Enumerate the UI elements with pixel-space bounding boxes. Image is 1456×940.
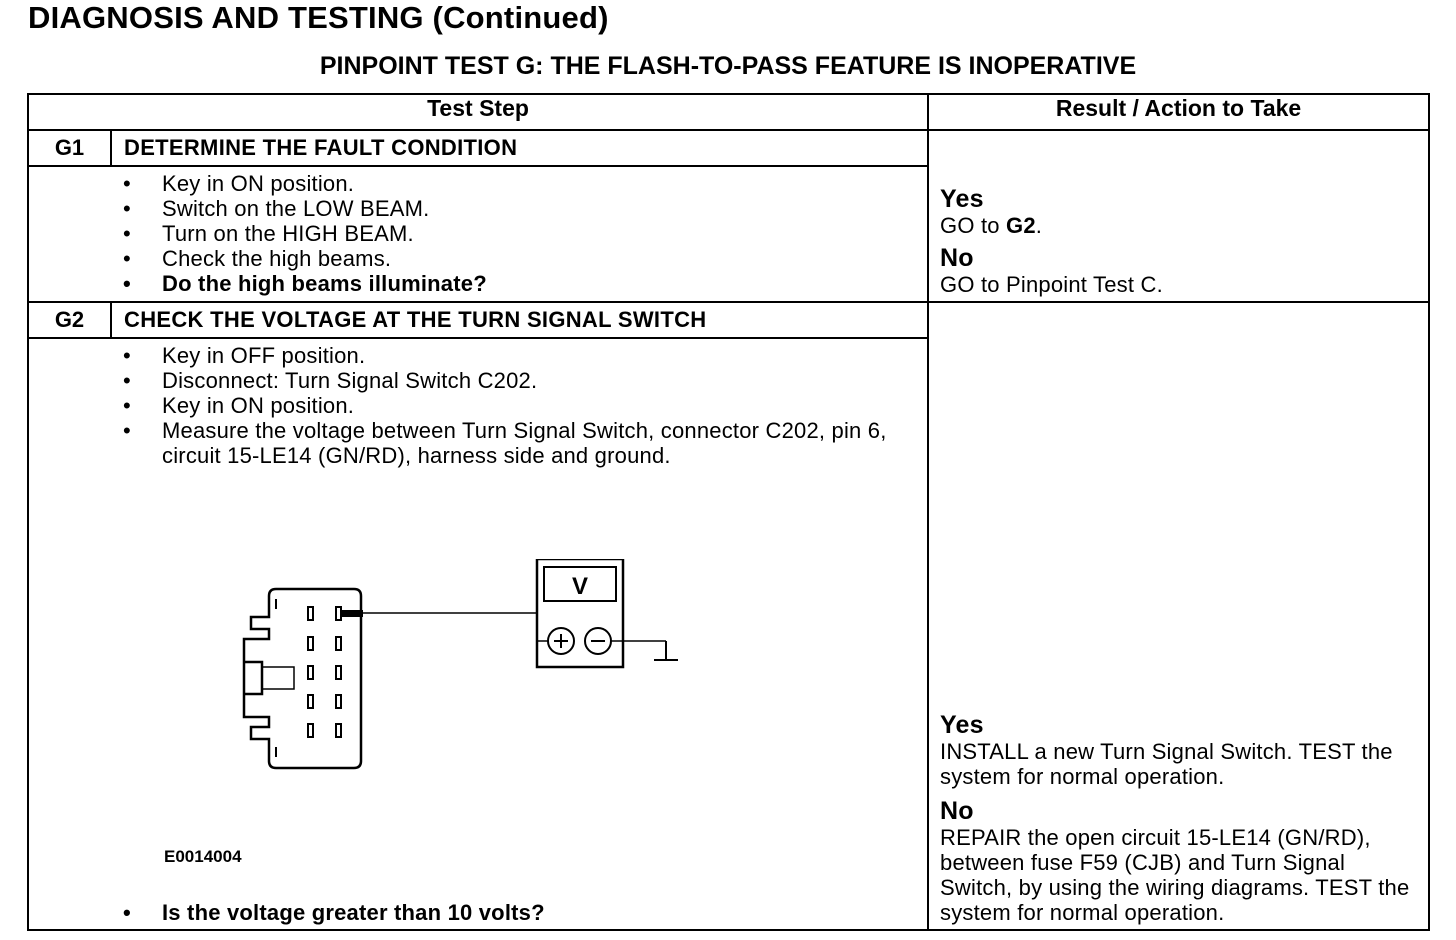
list-item: Check the high beams. [29, 246, 927, 271]
no-action: REPAIR the open circuit 15-LE14 (GN/RD),… [940, 825, 1410, 925]
no-label: No [940, 244, 974, 272]
step-id: G1 [27, 129, 112, 167]
no-action: GO to Pinpoint Test C. [940, 272, 1163, 297]
step-title: DETERMINE THE FAULT CONDITION [109, 129, 930, 167]
voltmeter-icon: V [535, 559, 625, 669]
step-id: G2 [27, 301, 112, 339]
step-g2-body-row: Key in OFF position. Disconnect: Turn Si… [26, 337, 1429, 931]
no-label: No [940, 797, 974, 825]
step-g1-result: Yes GO to G2. No GO to Pinpoint Test C. [927, 129, 1431, 303]
step-g2-title-row: G2 CHECK THE VOLTAGE AT THE TURN SIGNAL … [27, 301, 1431, 931]
probe-tip [341, 610, 363, 617]
connector-icon [242, 587, 363, 770]
voltage-measurement-diagram: V [242, 559, 678, 770]
step-bullets: Key in ON position. Switch on the LOW BE… [29, 171, 927, 296]
yes-action: INSTALL a new Turn Signal Switch. TEST t… [940, 739, 1393, 789]
pinpoint-test-title: PINPOINT TEST G: THE FLASH-TO-PASS FEATU… [319, 52, 1137, 80]
step-g2-body: Key in OFF position. Disconnect: Turn Si… [26, 337, 930, 931]
step-bullets-question: Is the voltage greater than 10 volts? [29, 900, 545, 925]
list-item: Disconnect: Turn Signal Switch C202. [29, 368, 927, 393]
list-item: Key in ON position. [29, 393, 927, 418]
list-item-question: Do the high beams illuminate? [29, 271, 927, 296]
figure-code: E0014004 [164, 847, 242, 866]
step-bullets: Key in OFF position. Disconnect: Turn Si… [29, 343, 927, 468]
page-heading: DIAGNOSIS AND TESTING (Continued) [28, 0, 609, 35]
list-item-question: Is the voltage greater than 10 volts? [29, 900, 545, 925]
list-item: Turn on the HIGH BEAM. [29, 221, 927, 246]
ground-symbol-icon [654, 641, 678, 661]
yes-label: Yes [940, 711, 984, 739]
step-g2-result: Yes INSTALL a new Turn Signal Switch. TE… [927, 301, 1431, 931]
meter-label: V [572, 573, 588, 600]
pinpoint-test-table: Test Step Result / Action to Take G1 DET… [26, 93, 1431, 931]
list-item: Key in OFF position. [29, 343, 927, 368]
yes-action: GO to G2. [940, 213, 1043, 238]
list-item: Measure the voltage between Turn Signal … [29, 418, 927, 468]
step-g1-body: Key in ON position. Switch on the LOW BE… [26, 165, 930, 303]
table-header-row: Test Step Result / Action to Take [26, 93, 1431, 131]
step-g1-body-row: Key in ON position. Switch on the LOW BE… [26, 165, 1429, 303]
test-step-header: Test Step [26, 93, 930, 131]
list-item: Switch on the LOW BEAM. [29, 196, 927, 221]
step-title: CHECK THE VOLTAGE AT THE TURN SIGNAL SWI… [109, 301, 930, 339]
yes-label: Yes [940, 185, 984, 213]
connector-pins [307, 606, 342, 738]
step-g1-title-row: G1 DETERMINE THE FAULT CONDITION Yes GO … [27, 129, 1431, 303]
list-item: Key in ON position. [29, 171, 927, 196]
result-header: Result / Action to Take [927, 93, 1431, 131]
